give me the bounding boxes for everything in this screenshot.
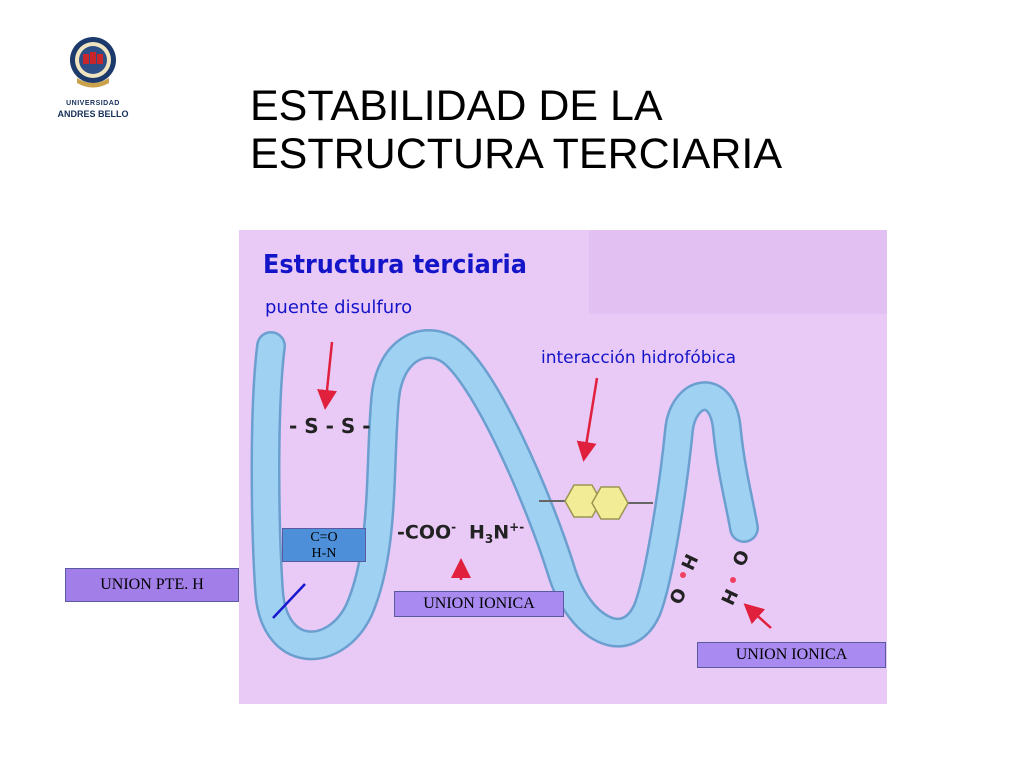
union-ionica-label-2: UNION IONICA bbox=[697, 642, 886, 668]
disulfide-label: puente disulfuro bbox=[265, 297, 413, 318]
hexagon-2 bbox=[591, 486, 629, 520]
union-ionica-label-1: UNION IONICA bbox=[394, 591, 564, 617]
h3n-sub: 3 bbox=[484, 532, 494, 547]
hbond-dot-2 bbox=[730, 577, 736, 583]
hydrophobic-arrow bbox=[576, 377, 599, 462]
crest-icon bbox=[70, 37, 116, 88]
hbond-arrow bbox=[743, 603, 772, 629]
h3n-charge: +- bbox=[509, 520, 525, 534]
tertiary-structure-diagram: Estructura terciaria puente disulfuro in… bbox=[239, 230, 887, 704]
hn-line: H-N bbox=[311, 546, 337, 561]
logo-line-2: ANDRES BELLO bbox=[57, 109, 129, 119]
co-line: C=O bbox=[310, 530, 338, 545]
slide-title: ESTABILIDAD DE LA ESTRUCTURA TERCIARIA bbox=[250, 82, 782, 178]
disulfide-arrow bbox=[317, 341, 337, 410]
coo-charge: - bbox=[451, 520, 457, 534]
ammonium-group: H3N+- bbox=[469, 520, 524, 546]
diagram-graphics bbox=[250, 230, 887, 661]
hbond-dot-1 bbox=[680, 572, 686, 578]
hydrophobic-label: interacción hidrofóbica bbox=[541, 348, 736, 368]
h3n-h: H bbox=[469, 521, 485, 544]
university-logo: UNIVERSIDAD ANDRES BELLO bbox=[50, 34, 136, 124]
co-hn-box: C=O H-N bbox=[282, 528, 366, 562]
logo-line-1: UNIVERSIDAD bbox=[66, 100, 120, 107]
slide-title-line-1: ESTABILIDAD DE LA bbox=[250, 82, 663, 130]
hbond-pointer bbox=[272, 583, 306, 619]
union-pte-h-label: UNION PTE. H bbox=[65, 568, 239, 602]
disulfide-bond-text: - S - S - bbox=[289, 414, 371, 438]
h3n-n: N bbox=[493, 521, 510, 544]
slide-title-line-2: ESTRUCTURA TERCIARIA bbox=[250, 130, 782, 178]
panel-shade bbox=[589, 230, 887, 314]
figure-title: Estructura terciaria bbox=[263, 250, 527, 280]
coo-group: -COO- bbox=[397, 520, 456, 543]
coo-text: -COO bbox=[397, 521, 452, 544]
